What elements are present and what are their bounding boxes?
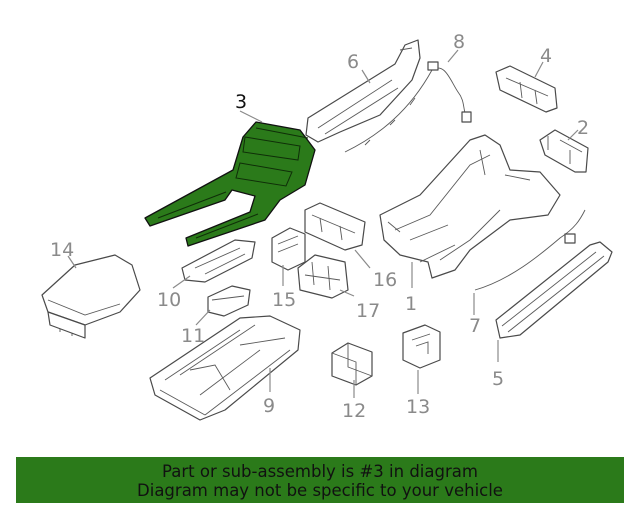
callout-labels: 3 6 8 4 2 1 7 5 14 10 11 15 16 17 9 12 1… xyxy=(50,31,589,422)
callout-6[interactable]: 6 xyxy=(347,51,359,73)
part-12-box[interactable] xyxy=(331,342,373,386)
part-16-module[interactable] xyxy=(304,202,366,251)
part-15-module[interactable] xyxy=(271,227,306,271)
leader-lines xyxy=(67,49,579,398)
part-5-rail[interactable] xyxy=(495,241,613,339)
callout-17[interactable]: 17 xyxy=(356,300,380,322)
callout-4[interactable]: 4 xyxy=(540,45,552,67)
callout-7[interactable]: 7 xyxy=(469,315,481,337)
callout-13[interactable]: 13 xyxy=(406,396,430,418)
part-10-panel[interactable] xyxy=(181,239,256,283)
part-3-console-trim[interactable] xyxy=(144,121,316,247)
part-17-module[interactable] xyxy=(297,254,349,299)
callout-14[interactable]: 14 xyxy=(50,239,74,261)
parts-diagram: 3 6 8 4 2 1 7 5 14 10 11 15 16 17 9 12 1… xyxy=(41,31,613,422)
part-4-bracket[interactable] xyxy=(495,65,558,113)
callout-11[interactable]: 11 xyxy=(181,325,205,347)
callout-3[interactable]: 3 xyxy=(235,91,247,113)
banner-line-1: Part or sub-assembly is #3 in diagram xyxy=(162,462,478,481)
part-13-box[interactable] xyxy=(402,324,441,369)
callout-1[interactable]: 1 xyxy=(405,293,417,315)
part-1-console-body[interactable] xyxy=(379,134,561,279)
info-banner: Part or sub-assembly is #3 in diagram Di… xyxy=(16,457,624,503)
callout-5[interactable]: 5 xyxy=(492,368,504,390)
callout-16[interactable]: 16 xyxy=(373,269,397,291)
part-2-bracket[interactable] xyxy=(539,129,589,173)
part-9-tray[interactable] xyxy=(149,315,301,421)
part-7-strip[interactable] xyxy=(474,209,586,291)
banner-line-2: Diagram may not be specific to your vehi… xyxy=(137,481,503,500)
callout-10[interactable]: 10 xyxy=(157,289,181,311)
callout-15[interactable]: 15 xyxy=(272,289,296,311)
part-6-side-trim[interactable] xyxy=(305,39,421,143)
part-14-armrest[interactable] xyxy=(41,254,141,339)
callout-9[interactable]: 9 xyxy=(263,395,275,417)
callout-8[interactable]: 8 xyxy=(453,31,465,53)
callout-2[interactable]: 2 xyxy=(577,117,589,139)
callout-12[interactable]: 12 xyxy=(342,400,366,422)
part-8-cable[interactable] xyxy=(344,61,472,153)
part-11-switch[interactable] xyxy=(207,285,251,317)
